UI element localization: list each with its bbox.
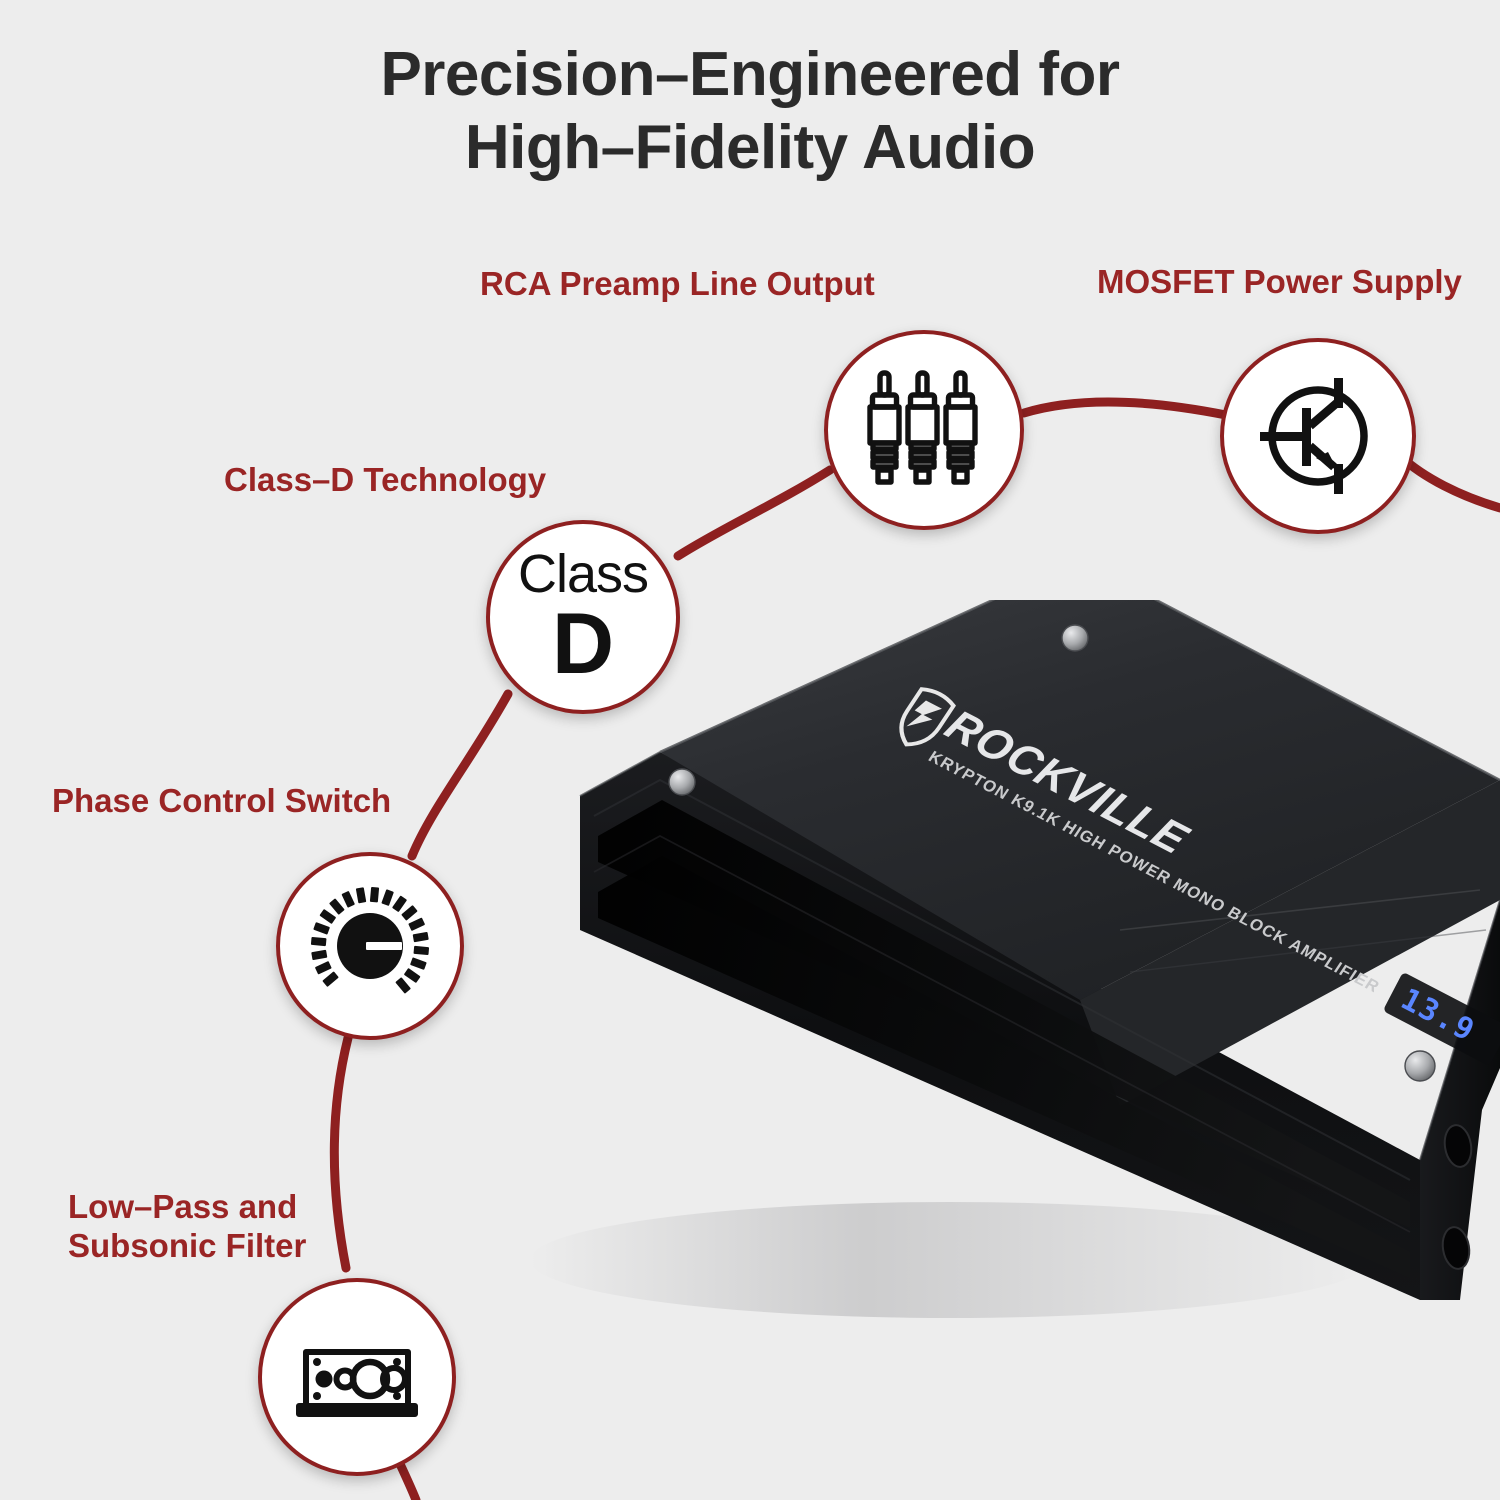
amplifier-panel-icon bbox=[290, 1310, 424, 1444]
feature-node-mosfet[interactable] bbox=[1220, 338, 1416, 534]
feature-node-phase[interactable] bbox=[276, 852, 464, 1040]
connector-mosfet-to-rca bbox=[1019, 397, 1231, 420]
terminal-ports bbox=[1441, 1124, 1473, 1270]
feature-label-phase: Phase Control Switch bbox=[52, 782, 392, 819]
rockville-logo-mark bbox=[899, 687, 956, 747]
connector-classd-to-phase bbox=[407, 689, 513, 861]
connector-edge-to-mosfet bbox=[1395, 451, 1500, 513]
connector-phase-to-filter bbox=[329, 1033, 353, 1273]
feature-label-mosfet: MOSFET Power Supply bbox=[1097, 263, 1462, 300]
feature-node-classd[interactable]: Class D bbox=[486, 520, 680, 714]
product-image-amplifier: ROCKVILLE KRYPTON K9.1K HIGH POWER MONO … bbox=[520, 600, 1500, 1360]
rotary-knob-icon bbox=[305, 881, 435, 1011]
feature-node-filter[interactable] bbox=[258, 1278, 456, 1476]
page-title-line-1: Precision–Engineered for bbox=[380, 40, 1120, 109]
class-d-text-icon: Class D bbox=[517, 543, 649, 692]
feature-label-classd: Class–D Technology bbox=[224, 461, 547, 498]
page-title-line-2: High–Fidelity Audio bbox=[464, 113, 1036, 183]
chassis-screws bbox=[668, 624, 1436, 1082]
amplifier-illustration: ROCKVILLE KRYPTON K9.1K HIGH POWER MONO … bbox=[530, 600, 1500, 1318]
transistor-icon bbox=[1254, 372, 1382, 500]
page-title: Precision–Engineered for High–Fidelity A… bbox=[0, 38, 1500, 184]
feature-label-filter: Low–Pass and Subsonic Filter bbox=[68, 1188, 307, 1264]
class-d-top-text: Class bbox=[517, 543, 649, 604]
feature-node-rca[interactable] bbox=[824, 330, 1024, 530]
class-d-bottom-text: D bbox=[551, 595, 615, 692]
rca-connectors-icon bbox=[861, 367, 987, 493]
connector-rca-to-classd bbox=[673, 465, 835, 561]
heatsink-fins bbox=[593, 778, 1411, 1278]
feature-label-rca: RCA Preamp Line Output bbox=[480, 265, 875, 302]
